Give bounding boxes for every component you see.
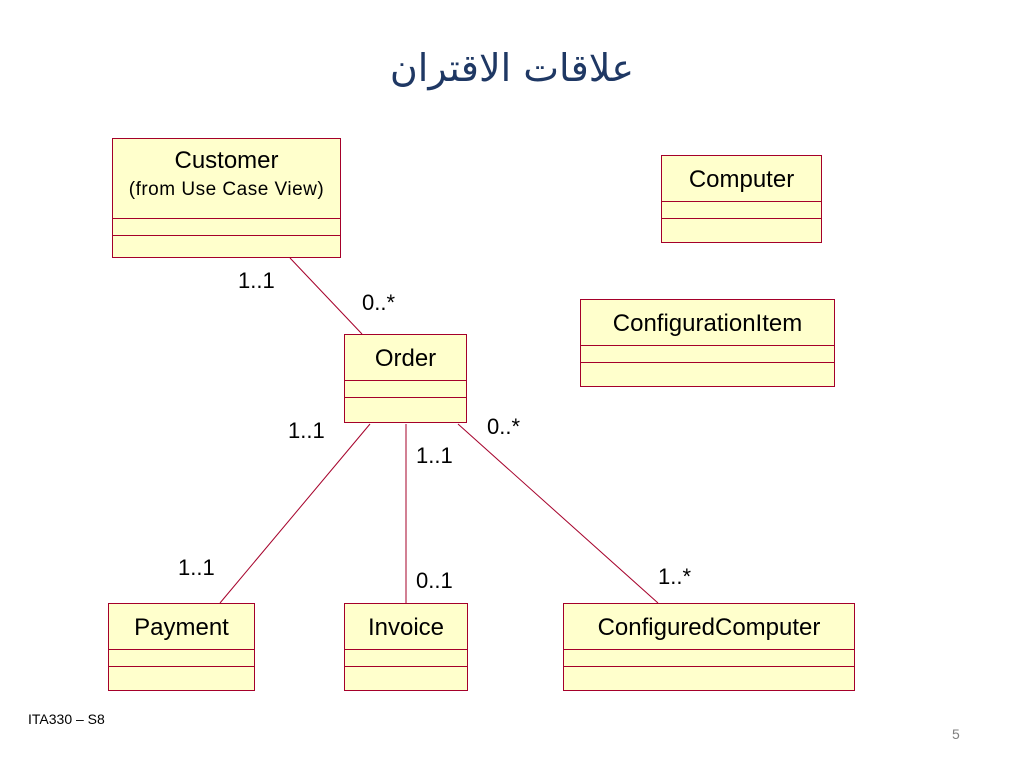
operations-compartment (113, 236, 340, 257)
multiplicity-order-end-configured: 0..* (487, 414, 521, 439)
class-name: Order (345, 335, 466, 381)
class-name: Payment (109, 604, 254, 650)
attributes-compartment (581, 346, 834, 363)
association-customer-order (289, 257, 363, 335)
class-computer[interactable]: Computer (661, 155, 822, 243)
operations-compartment (662, 219, 821, 242)
slide-title: علاقات الاقتران (389, 46, 635, 90)
class-name: ConfiguredComputer (564, 604, 854, 650)
association-order-payment (219, 423, 371, 604)
operations-compartment (109, 667, 254, 690)
class-payment[interactable]: Payment (108, 603, 255, 691)
class-customer[interactable]: Customer (from Use Case View) (112, 138, 341, 258)
multiplicity-payment-end: 1..1 (178, 555, 215, 580)
attributes-compartment (345, 381, 466, 398)
multiplicity-invoice-end: 0..1 (416, 568, 453, 593)
multiplicity-customer-end: 1..1 (238, 268, 275, 293)
attributes-compartment (345, 650, 467, 667)
class-stereotype: (from Use Case View) (128, 179, 325, 200)
attributes-compartment (564, 650, 854, 667)
multiplicity-configured-end: 1..* (658, 564, 692, 589)
operations-compartment (581, 363, 834, 386)
class-invoice[interactable]: Invoice (344, 603, 468, 691)
class-configuration-item[interactable]: ConfigurationItem (580, 299, 835, 387)
multiplicity-order-end-customer: 0..* (362, 290, 396, 315)
association-order-configured (457, 423, 659, 604)
class-name: ConfigurationItem (581, 300, 834, 346)
attributes-compartment (109, 650, 254, 667)
operations-compartment (345, 398, 466, 422)
class-name: Computer (662, 156, 821, 202)
class-configured-computer[interactable]: ConfiguredComputer (563, 603, 855, 691)
footer-course-label: ITA330 – S8 (28, 711, 105, 727)
multiplicity-order-end-invoice: 1..1 (416, 443, 453, 468)
class-order[interactable]: Order (344, 334, 467, 423)
operations-compartment (564, 667, 854, 690)
attributes-compartment (113, 219, 340, 236)
attributes-compartment (662, 202, 821, 219)
class-name: Invoice (345, 604, 467, 650)
multiplicity-order-end-payment: 1..1 (288, 418, 325, 443)
page-number: 5 (952, 726, 960, 742)
class-name: Customer (174, 147, 279, 174)
operations-compartment (345, 667, 467, 690)
